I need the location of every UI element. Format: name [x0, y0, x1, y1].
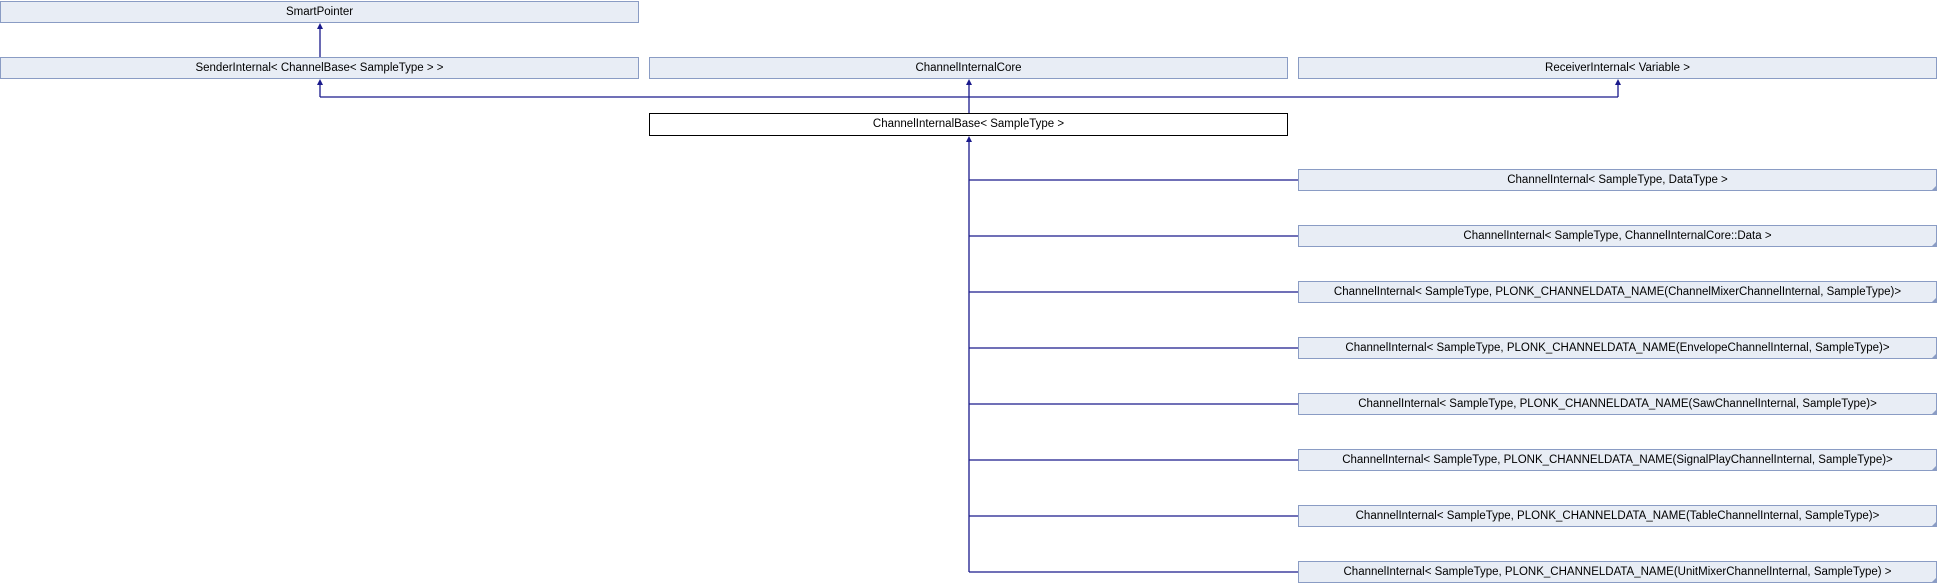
node-derived-2[interactable]: ChannelInternal< SampleType, PLONK_CHANN… [1298, 281, 1937, 303]
node-derived-5[interactable]: ChannelInternal< SampleType, PLONK_CHANN… [1298, 449, 1937, 471]
node-derived-3[interactable]: ChannelInternal< SampleType, PLONK_CHANN… [1298, 337, 1937, 359]
node-derived-0[interactable]: ChannelInternal< SampleType, DataType > [1298, 169, 1937, 191]
node-sender-internal[interactable]: SenderInternal< ChannelBase< SampleType … [0, 57, 639, 79]
node-channel-internal-core[interactable]: ChannelInternalCore [649, 57, 1288, 79]
node-derived-1[interactable]: ChannelInternal< SampleType, ChannelInte… [1298, 225, 1937, 247]
node-smart-pointer[interactable]: SmartPointer [0, 1, 639, 23]
arrowhead-smartpointer [317, 23, 323, 29]
arrowhead-receiver [1615, 79, 1621, 85]
node-receiver-internal[interactable]: ReceiverInternal< Variable > [1298, 57, 1937, 79]
arrowhead-base [966, 136, 972, 142]
arrowhead-sender [317, 79, 323, 85]
node-derived-6[interactable]: ChannelInternal< SampleType, PLONK_CHANN… [1298, 505, 1937, 527]
node-derived-7[interactable]: ChannelInternal< SampleType, PLONK_CHANN… [1298, 561, 1937, 583]
node-channel-internal-base: ChannelInternalBase< SampleType > [649, 113, 1288, 136]
node-derived-4[interactable]: ChannelInternal< SampleType, PLONK_CHANN… [1298, 393, 1937, 415]
arrowhead-core [966, 79, 972, 85]
